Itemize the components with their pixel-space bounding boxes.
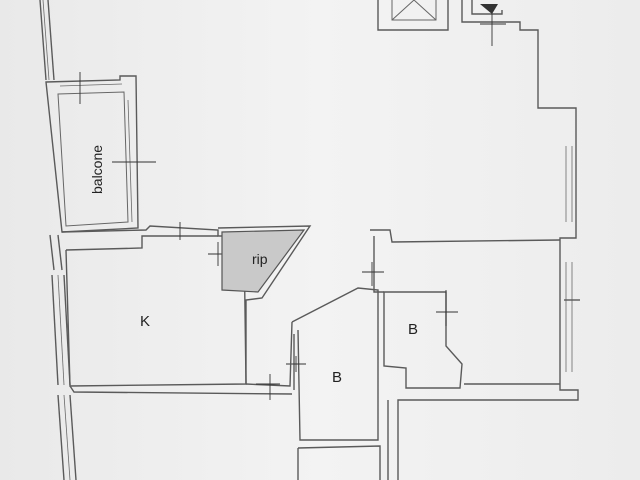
balcony: balcone: [45, 72, 156, 233]
bathroom-bottom-label: B: [332, 477, 342, 480]
storage-label: rip: [252, 251, 268, 267]
bathroom-center: B: [286, 287, 379, 441]
balcony-label: balcone: [89, 145, 105, 194]
corridor: [69, 321, 293, 400]
storage-room: rip: [217, 225, 312, 384]
right-room: [362, 229, 561, 385]
storage-room-fill: [221, 229, 306, 293]
bathroom-bottom: B: [297, 400, 389, 480]
kitchen: K: [61, 222, 247, 387]
left-exterior-wall: [39, 0, 77, 480]
kitchen-label: K: [140, 313, 150, 330]
bathroom-center-label: B: [332, 369, 342, 386]
main-living-area: [377, 0, 580, 480]
bathroom-right-label: B: [408, 321, 418, 338]
bathroom-right: B: [383, 290, 463, 389]
